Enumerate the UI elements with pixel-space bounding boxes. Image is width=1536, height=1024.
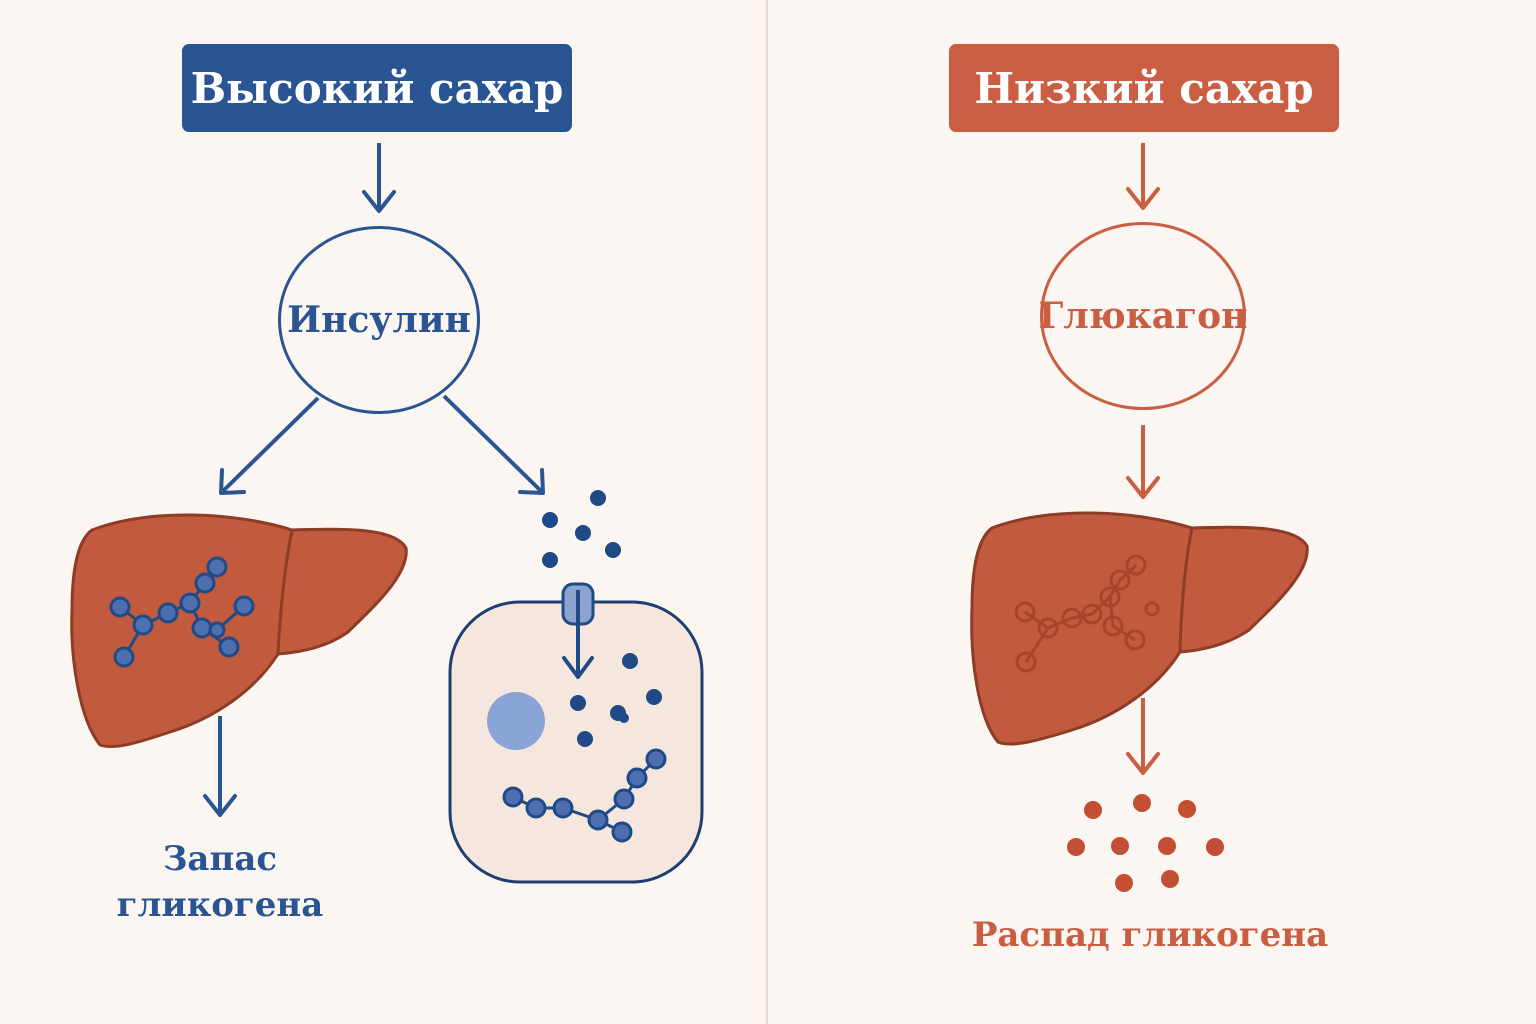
arrow-into-cell <box>562 590 594 679</box>
arrow-liver-to-breakdown <box>1126 698 1160 775</box>
arrow-liver-to-storage <box>203 716 237 817</box>
arrow-title-to-glucagon <box>1126 143 1160 210</box>
panel-divider <box>766 0 768 1024</box>
liver-icon <box>970 511 1309 746</box>
liver-icon <box>70 513 408 749</box>
arrow-insulin-to-cell <box>442 394 545 495</box>
arrow-title-to-insulin <box>362 143 396 213</box>
arrow-insulin-to-liver <box>219 396 320 495</box>
fading-glycogen-chain-icon <box>1014 554 1160 673</box>
glucagon-label: Глюкагон <box>1039 222 1247 410</box>
glucose-molecules-inside <box>570 653 662 747</box>
title-low-sugar: Низкий сахар <box>949 44 1339 132</box>
caption-glycogen-storage: Запас гликогена <box>116 839 324 925</box>
caption-glycogen-breakdown: Распад гликогена <box>971 915 1329 955</box>
title-high-sugar: Высокий сахар <box>182 44 572 132</box>
nucleus-icon <box>487 692 545 750</box>
insulin-label: Инсулин <box>278 226 480 414</box>
cell-glycogen-chain-icon <box>502 748 667 843</box>
arrow-glucagon-to-liver <box>1126 425 1160 499</box>
released-glucose-molecules <box>1067 794 1224 892</box>
glycogen-chain-icon <box>109 556 255 668</box>
glucose-molecules-outside <box>542 490 621 568</box>
